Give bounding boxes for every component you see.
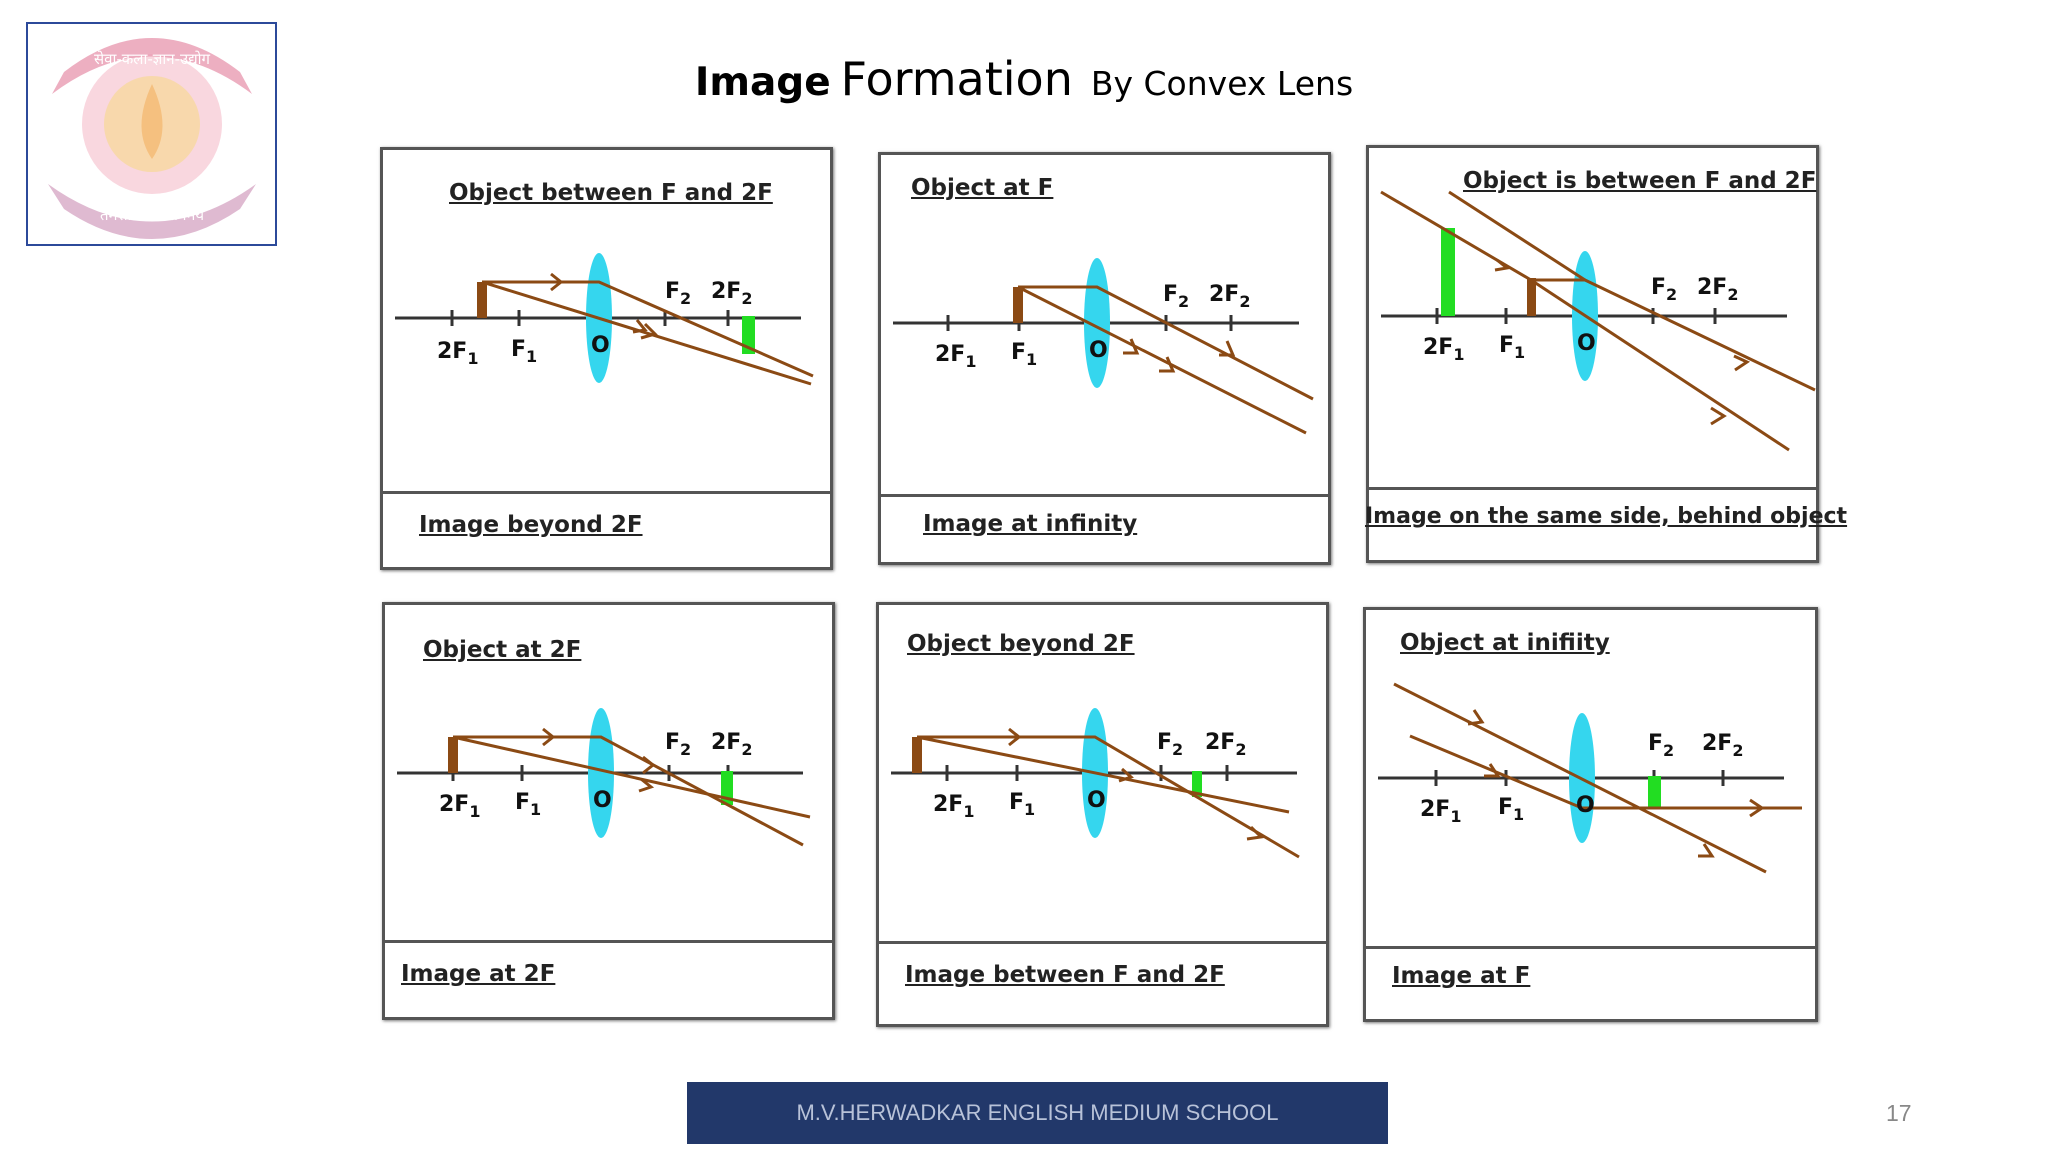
label-2f2: 2F2 [1205,730,1246,759]
label-2f2: 2F2 [711,730,752,759]
caption-box: Image at F [1366,946,1815,1019]
label-2f1: 2F1 [1423,335,1464,364]
school-emblem-icon: सेवा-कला-ज्ञान-उद्योग तमसोमाज्योतिर्गमय [48,38,256,239]
label-2f2: 2F2 [1697,275,1738,304]
axis-ticks [945,765,1229,781]
label-f1: F1 [1498,795,1524,824]
label-f1: F1 [1499,333,1525,362]
panel-object-is-between-f-and-2f: Object is between F and 2F 2F1 F1 O F2 2… [1365,145,1847,563]
object-arrow [912,737,922,773]
light-rays [1380,190,1816,452]
panel-caption: Image between F and 2F [905,962,1225,988]
label-2f2: 2F2 [1209,282,1250,311]
label-o: O [1089,338,1108,363]
label-f2: F2 [1163,282,1189,311]
school-logo: सेवा-कला-ज्ञान-उद्योग तमसोमाज्योतिर्गमय [26,22,277,246]
light-rays [916,727,1300,859]
panel-title: Object at inifiity [1400,630,1610,656]
panel-caption: Image at infinity [923,511,1138,537]
object-arrow [477,282,487,318]
panel-object-at-2f: Object at 2F 2F1 F1 O F2 2F2 Image at 2F [382,602,835,1020]
caption-box: Image beyond 2F [383,491,830,567]
panel-title: Object beyond 2F [907,631,1135,657]
ray-diagram: 2F1 F1 O F2 2F2 [891,708,1300,859]
panel-object-beyond-2f: Object beyond 2F 2F1 F1 O F2 2F2 Image b… [876,602,1329,1027]
logo-bottom-text: तमसोमाज्योतिर्गमय [100,206,204,224]
axis-ticks [1435,308,1717,324]
page-number: 17 [1886,1100,1912,1126]
label-o: O [591,333,610,358]
ray-diagram: 2F1 F1 O F2 2F2 [395,253,814,386]
label-o: O [593,788,612,813]
panel-title: Object between F and 2F [449,180,773,206]
object-arrow [448,737,458,773]
footer-school-name: M.V.HERWADKAR ENGLISH MEDIUM SCHOOL [687,1082,1388,1144]
light-rays [481,272,814,386]
label-2f1: 2F1 [933,792,974,821]
label-o: O [1087,788,1106,813]
caption-box: Image at infinity [881,494,1328,562]
light-rays [1393,682,1802,874]
label-f2: F2 [1157,730,1183,759]
label-f2: F2 [665,279,691,308]
object-arrow [1527,278,1536,316]
panel-object-at-infinity: Object at inifiity 2F1 F1 O F2 2F2 Image… [1363,607,1818,1022]
title-subtitle: By Convex Lens [1090,64,1354,103]
panel-object-between-f-and-2f: Object between F and 2F 2F1 F1 O F2 2F2 … [380,147,833,570]
caption-box: Image at 2F [385,940,832,1017]
label-f1: F1 [1009,790,1035,819]
panel-caption: Image beyond 2F [419,512,643,538]
title-word-image: Image [694,60,831,105]
label-2f1: 2F1 [935,342,976,371]
light-rays [452,727,811,847]
image-arrow [1441,228,1455,316]
label-2f1: 2F1 [1420,797,1461,826]
ray-diagram: 2F1 F1 O F2 2F2 [1378,682,1802,874]
label-2f2: 2F2 [711,279,752,308]
image-arrow [1192,771,1202,797]
label-f2: F2 [1648,731,1674,760]
ray-diagram: 2F1 F1 O F2 2F2 [397,708,811,847]
panel-caption: Image at F [1392,963,1531,989]
panel-object-at-f: Object at F 2F1 F1 O F2 2F2 Image at inf… [878,152,1331,565]
ray-diagram: 2F1 F1 O F2 2F2 [1380,190,1816,452]
image-arrow [1648,776,1661,808]
logo-top-text: सेवा-कला-ज्ञान-उद्योग [94,50,211,68]
ray-diagram: 2F1 F1 O F2 2F2 [893,258,1314,435]
panel-title: Object is between F and 2F [1463,168,1817,194]
label-o: O [1576,793,1595,818]
panel-caption: Image at 2F [401,961,556,987]
label-o: O [1577,331,1596,356]
label-2f1: 2F1 [437,339,478,368]
light-rays [1017,285,1314,435]
panel-title: Object at 2F [423,637,582,663]
label-f1: F1 [1011,340,1037,369]
label-2f2: 2F2 [1702,731,1743,760]
label-f1: F1 [511,337,537,366]
panel-title: Object at F [911,175,1054,201]
label-f2: F2 [1651,275,1677,304]
label-f2: F2 [665,730,691,759]
object-arrow [1013,287,1023,323]
panel-caption: Image on the same side, behind object [1365,504,1848,529]
label-f1: F1 [515,790,541,819]
axis-ticks [450,310,730,326]
caption-box: Image between F and 2F [879,941,1326,1024]
image-arrow [742,316,755,354]
label-2f1: 2F1 [439,792,480,821]
caption-box: Image on the same side, behind object [1365,487,1847,560]
title-word-formation: Formation [840,52,1073,106]
